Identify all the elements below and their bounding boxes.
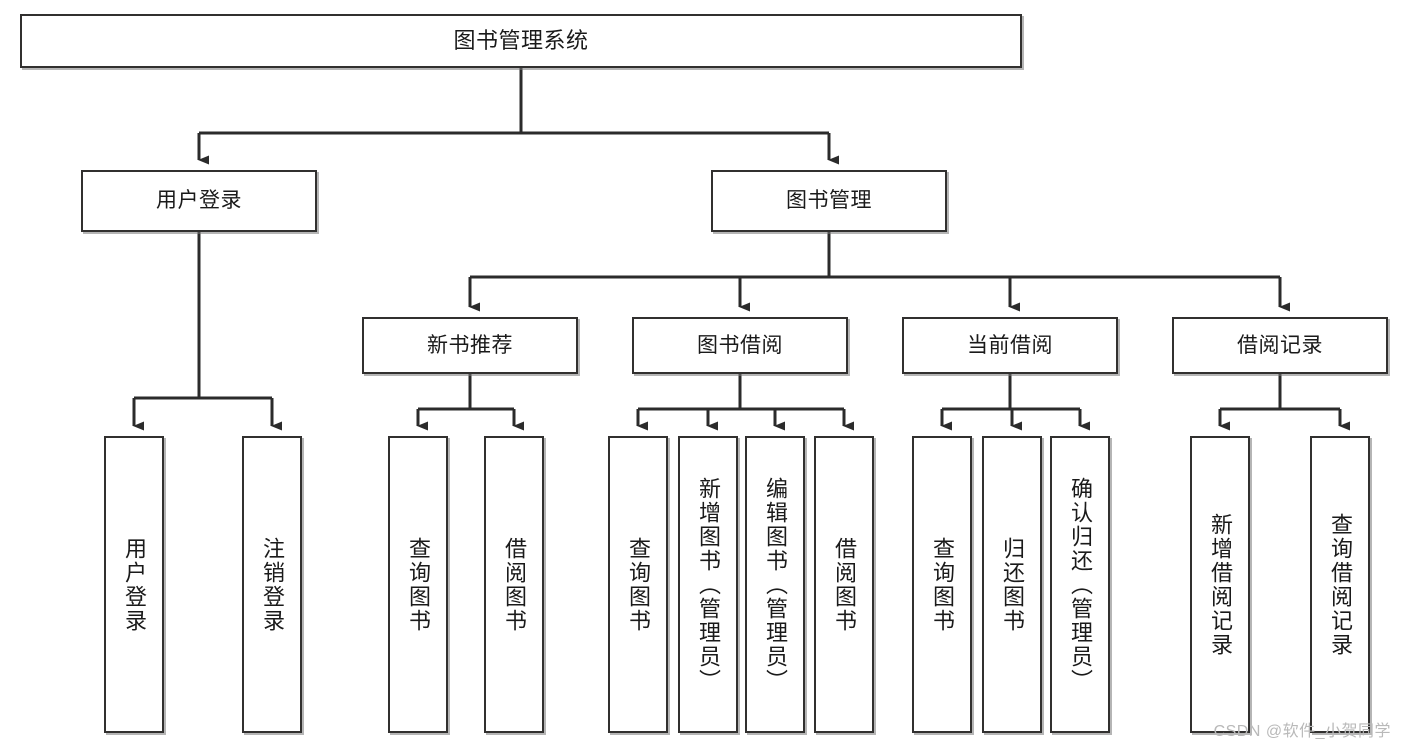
- node-borrow-record-label: 借阅记录: [1237, 333, 1323, 357]
- node-leaf-add-record[interactable]: 新增借阅记录: [1190, 436, 1250, 733]
- node-root[interactable]: 图书管理系统: [20, 14, 1022, 68]
- node-root-label: 图书管理系统: [453, 27, 589, 53]
- node-borrow-record[interactable]: 借阅记录: [1172, 317, 1388, 374]
- node-leaf-query-record[interactable]: 查询借阅记录: [1310, 436, 1370, 733]
- node-leaf-borrow-book-label: 借阅图书: [832, 536, 857, 633]
- node-leaf-edit-book[interactable]: 编辑图书（管理员）: [745, 436, 805, 733]
- node-leaf-query-book-borrow[interactable]: 查询图书: [608, 436, 668, 733]
- node-user-login-label: 用户登录: [156, 189, 242, 213]
- node-book-manage-label: 图书管理: [786, 189, 872, 213]
- node-leaf-add-record-label: 新增借阅记录: [1208, 512, 1233, 657]
- node-leaf-query-book-rec[interactable]: 查询图书: [388, 436, 448, 733]
- node-leaf-query-book-borrow-label: 查询图书: [626, 536, 651, 633]
- node-new-book-recommend[interactable]: 新书推荐: [362, 317, 578, 374]
- node-book-manage[interactable]: 图书管理: [711, 170, 947, 232]
- node-leaf-logout[interactable]: 注销登录: [242, 436, 302, 733]
- node-leaf-borrow-book-rec-label: 借阅图书: [502, 536, 527, 633]
- node-leaf-borrow-book[interactable]: 借阅图书: [814, 436, 874, 733]
- node-leaf-edit-book-label: 编辑图书（管理员）: [763, 476, 788, 693]
- node-leaf-return-book-label: 归还图书: [1000, 536, 1025, 633]
- node-new-book-recommend-label: 新书推荐: [427, 333, 513, 357]
- node-leaf-query-record-label: 查询借阅记录: [1328, 512, 1353, 657]
- node-leaf-query-book-cur[interactable]: 查询图书: [912, 436, 972, 733]
- node-leaf-add-book[interactable]: 新增图书（管理员）: [678, 436, 738, 733]
- node-book-borrow-label: 图书借阅: [697, 333, 783, 357]
- node-leaf-return-book[interactable]: 归还图书: [982, 436, 1042, 733]
- node-leaf-user-login[interactable]: 用户登录: [104, 436, 164, 733]
- node-leaf-query-book-cur-label: 查询图书: [930, 536, 955, 633]
- watermark-text: CSDN @软件_小贺同学: [1213, 723, 1391, 740]
- node-user-login[interactable]: 用户登录: [81, 170, 317, 232]
- node-leaf-borrow-book-rec[interactable]: 借阅图书: [484, 436, 544, 733]
- node-current-borrow-label: 当前借阅: [967, 333, 1053, 357]
- node-leaf-query-book-rec-label: 查询图书: [406, 536, 431, 633]
- node-book-borrow[interactable]: 图书借阅: [632, 317, 848, 374]
- node-leaf-user-login-label: 用户登录: [122, 536, 147, 633]
- node-leaf-confirm-return[interactable]: 确认归还（管理员）: [1050, 436, 1110, 733]
- node-leaf-logout-label: 注销登录: [260, 536, 285, 633]
- node-current-borrow[interactable]: 当前借阅: [902, 317, 1118, 374]
- node-leaf-confirm-return-label: 确认归还（管理员）: [1068, 476, 1093, 693]
- node-leaf-add-book-label: 新增图书（管理员）: [696, 476, 721, 693]
